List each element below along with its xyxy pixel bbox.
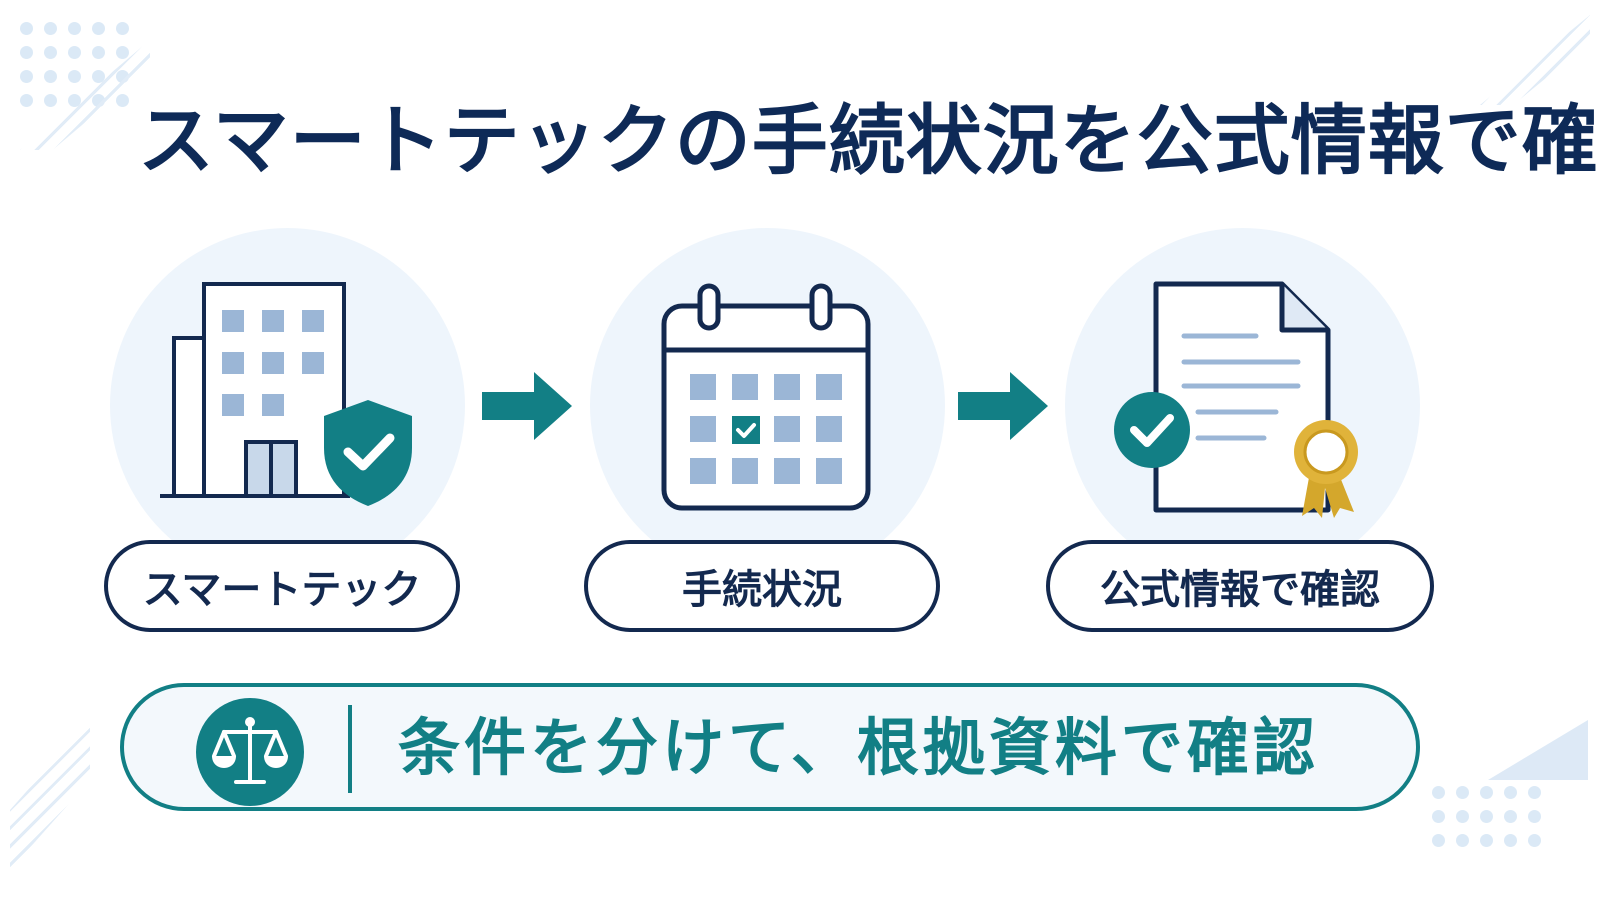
scales-of-justice-icon-badge bbox=[196, 698, 304, 806]
banner-text: 条件を分けて、根拠資料で確認 bbox=[398, 711, 1319, 784]
step-label-text: 手続状況 bbox=[682, 567, 842, 613]
step-label-text: 公式情報で確認 bbox=[1100, 567, 1380, 613]
arrow-right-icon bbox=[958, 372, 1048, 440]
dot-pattern-bottom-right bbox=[1432, 786, 1541, 847]
stripe-decoration-top-right bbox=[1480, 15, 1590, 105]
step-label-text: スマートテック bbox=[142, 567, 422, 613]
calendar-check-icon bbox=[661, 283, 871, 511]
triangle-decoration-bottom-right bbox=[1488, 720, 1588, 780]
document-certificate-check-icon bbox=[1114, 281, 1358, 518]
step-label-smarttech: スマートテック bbox=[104, 540, 460, 632]
office-building-shield-check-icon bbox=[160, 282, 412, 506]
conclusion-banner bbox=[120, 683, 1420, 811]
scales-of-justice-icon bbox=[212, 717, 288, 784]
stripe-decoration-bottom-left bbox=[10, 720, 90, 870]
step-label-procedure-status: 手続状況 bbox=[584, 540, 940, 632]
arrow-right-icon bbox=[482, 372, 572, 440]
step-label-official-info: 公式情報で確認 bbox=[1046, 540, 1434, 632]
page-title: スマートテックの手続状況を公式情報で確認 bbox=[138, 96, 1600, 185]
banner-divider bbox=[348, 705, 352, 793]
